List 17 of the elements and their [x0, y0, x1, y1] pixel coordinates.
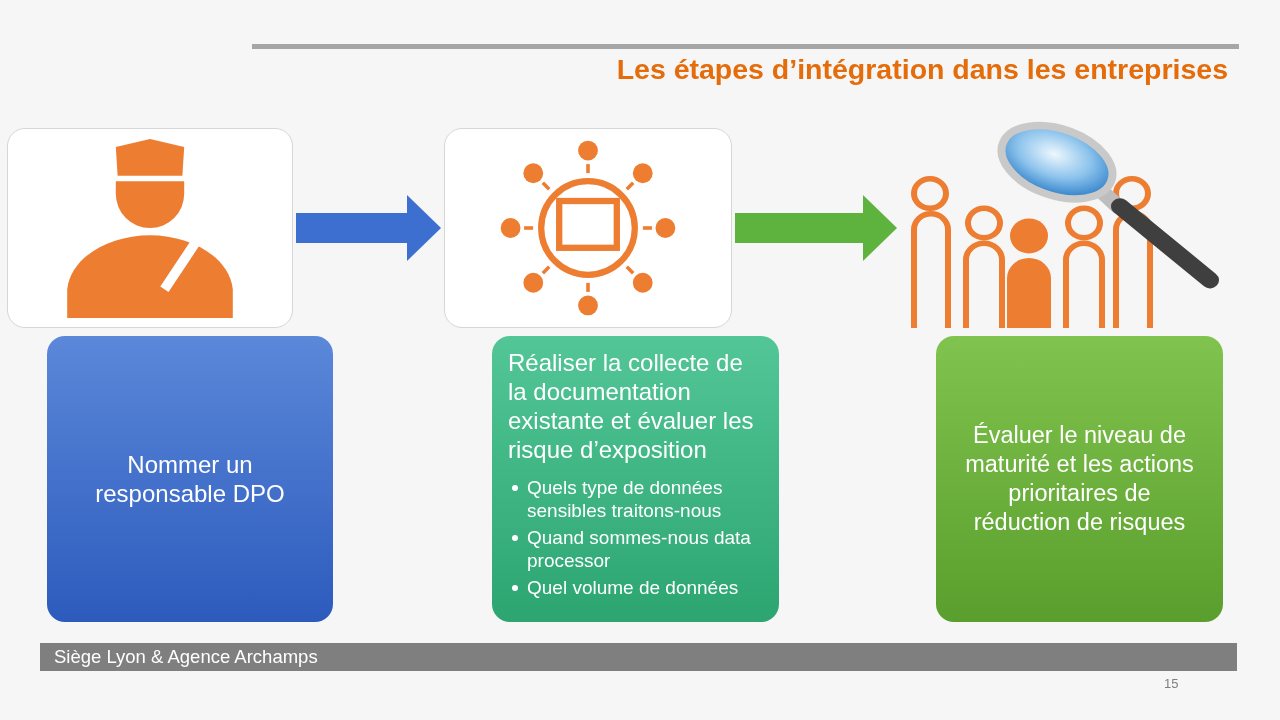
- picture-card: [7, 128, 293, 328]
- step-label: Nommer un responsable DPO: [94, 450, 286, 508]
- step-box: [936, 336, 1223, 622]
- step-box: [47, 336, 333, 622]
- page-number: 15: [1164, 676, 1179, 691]
- arrow: [296, 195, 441, 261]
- step-box: [492, 336, 779, 622]
- arrow: [735, 195, 897, 261]
- step-label: Évaluer le niveau de maturité et les actions prioritaires de réduction de risques: [964, 421, 1195, 537]
- footer-bar: [40, 643, 1237, 671]
- slide-title: Les étapes d’intégration dans les entreprises: [616, 52, 1228, 86]
- step-heading: Réaliser la collecte de la documentation existante et évaluer les risque d’exposition: [508, 348, 755, 464]
- picture-card: [444, 128, 732, 328]
- footer-text: Siège Lyon & Agence Archamps: [54, 646, 318, 668]
- bullet-text: Quand sommes-nous data processor: [527, 526, 752, 572]
- bullet-text: Quel volume de données: [527, 576, 739, 599]
- bullet-text: Quels type de données sensibles traitons-nous: [527, 476, 724, 522]
